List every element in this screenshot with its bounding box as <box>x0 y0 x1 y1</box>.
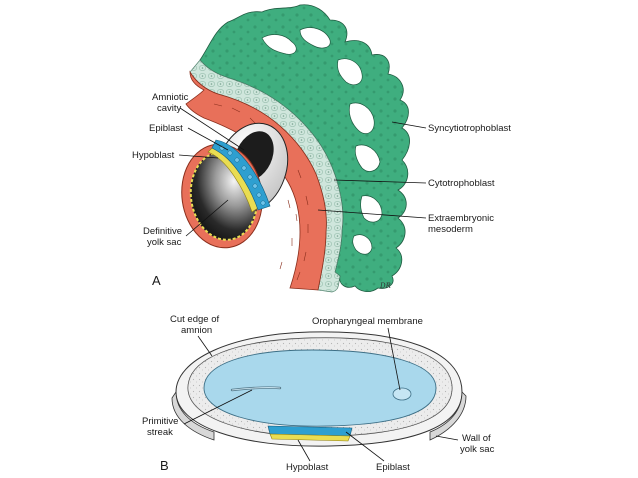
artist-signature: DR <box>379 282 392 290</box>
label-hypoblast-b: Hypoblast <box>286 462 329 473</box>
label-amniotic-cavity-line2: cavity <box>157 103 182 114</box>
extraembryonic-mesoderm-layer <box>185 70 327 291</box>
leader-hypoblast-b <box>297 439 311 462</box>
label-wall-of-yolk-sac-line1: Wall of <box>462 433 491 444</box>
label-syncytiotrophoblast: Syncytiotrophoblast <box>428 123 511 134</box>
label-cut-edge-of-amnion-line2: amnion <box>181 325 212 336</box>
leader-cytotrophoblast <box>333 179 427 184</box>
leader-wall-of-yolk-sac <box>435 435 459 441</box>
panel-a-implantation-section: Amniotic cavity Epiblast Hypoblast Defin… <box>132 4 511 293</box>
leader-epiblast-b <box>345 431 385 462</box>
label-primitive-streak-line1: Primitive <box>142 416 178 427</box>
leader-amniotic-cavity <box>179 107 245 151</box>
label-oropharyngeal-membrane: Oropharyngeal membrane <box>312 316 423 327</box>
leader-epiblast <box>187 127 229 151</box>
leader-syncytiotrophoblast <box>391 121 427 129</box>
embryonic-disc <box>203 349 437 427</box>
leader-definitive-yolk-sac <box>185 199 229 237</box>
epiblast-layer <box>211 139 271 211</box>
label-epiblast-b: Epiblast <box>376 462 410 473</box>
label-extraembryonic-mesoderm-line1: Extraembryonic <box>428 213 494 224</box>
label-extraembryonic-mesoderm-line2: mesoderm <box>428 224 473 235</box>
label-definitive-yolk-sac-line1: Definitive <box>143 226 182 237</box>
lacunae <box>261 27 383 255</box>
label-cytotrophoblast: Cytotrophoblast <box>428 178 495 189</box>
label-amniotic-cavity-line1: Amniotic <box>152 92 189 103</box>
label-wall-of-yolk-sac-line2: yolk sac <box>460 444 495 455</box>
oropharyngeal-membrane <box>392 387 412 401</box>
leader-primitive-streak <box>183 389 253 425</box>
hypoblast-strip <box>269 433 351 442</box>
label-hypoblast: Hypoblast <box>132 150 175 161</box>
leader-cut-edge-of-amnion <box>197 335 213 357</box>
panel-letter-b: B <box>160 458 169 473</box>
panel-b-embryonic-disc: Cut edge of amnion Oropharyngeal membran… <box>142 314 495 473</box>
panel-letter-a: A <box>152 273 161 288</box>
epiblast-cells <box>219 145 266 206</box>
leader-extraembryonic-mesoderm <box>317 209 427 219</box>
label-cut-edge-of-amnion-line1: Cut edge of <box>170 314 219 325</box>
leader-hypoblast <box>178 154 219 159</box>
label-epiblast: Epiblast <box>149 123 183 134</box>
label-definitive-yolk-sac-line2: yolk sac <box>147 237 182 248</box>
leader-oropharyngeal-membrane <box>387 327 401 391</box>
label-primitive-streak-line2: streak <box>147 427 173 438</box>
